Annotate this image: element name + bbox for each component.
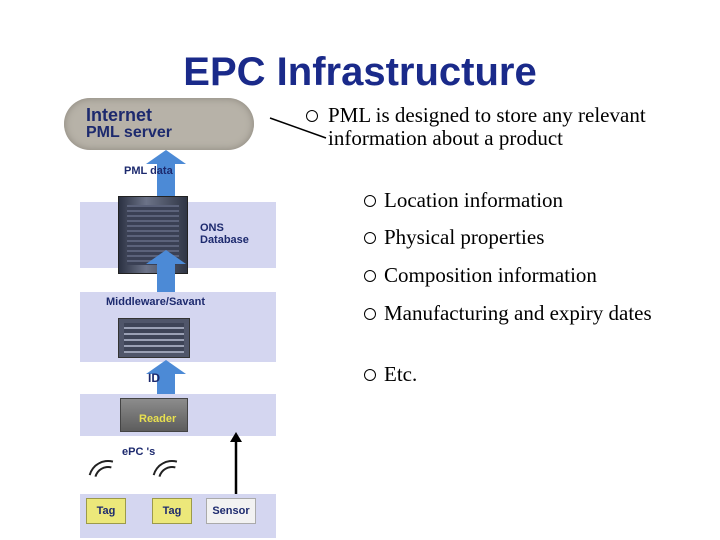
bullet-circle-icon <box>306 110 318 122</box>
sub-bullet-text: Manufacturing and expiry dates <box>384 301 652 325</box>
slide-title: EPC Infrastructure <box>183 50 537 94</box>
up-arrow-icon <box>146 250 186 264</box>
sub-bullet-text: Physical properties <box>384 225 545 249</box>
epcs-label: ePC 's <box>122 446 156 458</box>
reader-device: Reader <box>120 398 188 432</box>
bullet-circle-icon <box>364 232 376 244</box>
bullet-circle-icon <box>364 369 376 381</box>
sub-bullet: Manufacturing and expiry dates <box>364 301 654 325</box>
sub-bullet: Etc. <box>364 362 684 386</box>
tag-box: Tag <box>86 498 126 524</box>
main-bullet-text: PML is designed to store any relevant in… <box>328 103 646 150</box>
sensor-box: Sensor <box>206 498 256 524</box>
sub-bullet: Physical properties <box>364 225 684 249</box>
ons-label: ONS <box>200 222 224 234</box>
cloud-label-pml-server: PML server <box>86 124 172 141</box>
sub-bullet-text: Location information <box>384 188 564 212</box>
arrow-shaft <box>157 164 175 202</box>
tag-box: Tag <box>152 498 192 524</box>
main-bullet: PML is designed to store any relevant in… <box>306 103 658 150</box>
arrow-up-icon <box>230 432 242 494</box>
sub-bullet-text: Composition information <box>384 263 597 287</box>
up-arrow-icon <box>146 360 186 374</box>
cloud-label-internet: Internet <box>86 105 153 125</box>
arrow-shaft <box>157 264 175 292</box>
database-label: Database <box>200 234 249 246</box>
sub-bullet: Composition information <box>364 263 684 287</box>
bullet-circle-icon <box>364 270 376 282</box>
bullet-circle-icon <box>364 308 376 320</box>
bullet-circle-icon <box>364 195 376 207</box>
pml-data-label: PML data <box>124 165 173 177</box>
pointer-line <box>269 117 327 139</box>
epc-diagram: Internet PML server PML data ONS Databas… <box>64 98 286 540</box>
sub-bullet-text: Etc. <box>384 362 418 386</box>
rack-server-icon <box>118 318 190 358</box>
arrow-shaft <box>157 374 175 394</box>
reader-label: Reader <box>139 413 177 425</box>
internet-cloud: Internet PML server <box>64 98 254 150</box>
up-arrow-icon <box>146 150 186 164</box>
middleware-label: Middleware/Savant <box>106 296 206 308</box>
id-label: ID <box>148 371 160 385</box>
sub-bullet: Location information <box>364 188 684 212</box>
